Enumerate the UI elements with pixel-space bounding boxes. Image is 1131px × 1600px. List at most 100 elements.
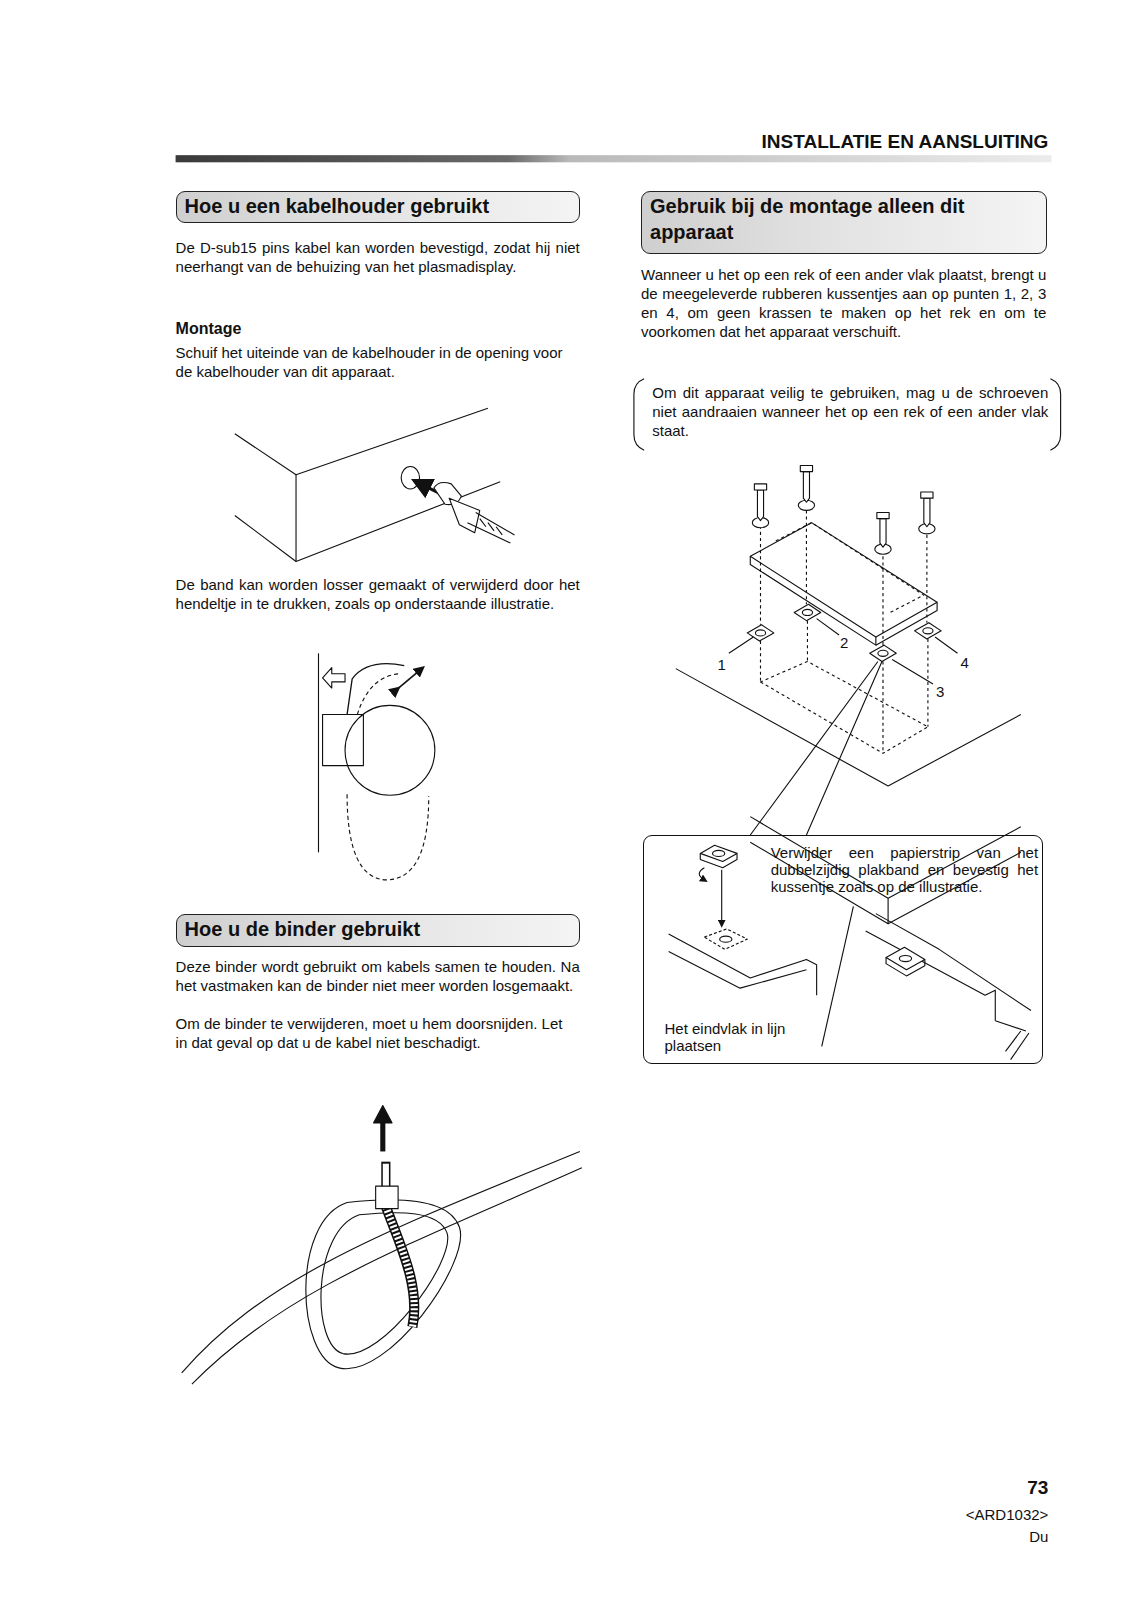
body-text: Wanneer u het op een rek of een ander vl… bbox=[641, 265, 1046, 341]
rack-mount-figure bbox=[750, 556, 937, 645]
cable-tie-figure bbox=[381, 1162, 390, 1188]
section-heading-box: Gebruik bij de montage alleen dit appara… bbox=[641, 191, 1047, 254]
document-code: <ARD1032> bbox=[966, 1505, 1049, 1524]
cable-holder-figure bbox=[295, 475, 296, 562]
pad-detail-figure bbox=[699, 868, 704, 880]
rack-mount-figure bbox=[755, 630, 765, 636]
cable-tie-figure bbox=[386, 1207, 414, 1327]
rack-mount-figure bbox=[923, 628, 933, 634]
heading-text: Hoe u een kabelhouder gebruikt bbox=[185, 193, 571, 219]
callout-number: 1 bbox=[718, 655, 726, 674]
cable-tie-figure bbox=[386, 1207, 414, 1327]
section-heading-box: Hoe u de binder gebruikt bbox=[176, 914, 580, 948]
pad-detail-figure bbox=[700, 845, 737, 861]
pad-detail-figure bbox=[886, 958, 925, 976]
rack-mount-figure bbox=[794, 604, 821, 620]
rack-mount-figure bbox=[921, 492, 933, 498]
section-heading-box: Hoe u een kabelhouder gebruikt bbox=[176, 191, 580, 223]
band-release-figure bbox=[347, 664, 404, 715]
cable-tie-figure bbox=[182, 1106, 582, 1385]
band-release-figure bbox=[323, 715, 364, 766]
cable-holder-figure bbox=[401, 467, 419, 489]
rack-mount-figure bbox=[877, 512, 889, 518]
band-release-figure bbox=[396, 670, 420, 690]
rack-mount-figure bbox=[924, 498, 930, 527]
rack-mount-figure bbox=[776, 523, 924, 613]
heading-text: Hoe u de binder gebruikt bbox=[185, 916, 571, 942]
rack-mount-figure bbox=[752, 500, 935, 554]
cable-tie-figure bbox=[306, 1200, 461, 1369]
pad-detail-figure bbox=[995, 1021, 1029, 1060]
page-number: 73 bbox=[1027, 1476, 1048, 1499]
cable-tie-figure bbox=[321, 1213, 448, 1354]
cable-tie-figure bbox=[192, 1168, 582, 1384]
body-text: De band kan worden losser gemaakt of ver… bbox=[176, 575, 580, 613]
rack-mount-figure bbox=[880, 519, 886, 548]
callout-box: Verwijder een papierstrip van het dubbel… bbox=[643, 835, 1043, 1064]
pad-detail-figure bbox=[866, 914, 1031, 1021]
pad-detail-figure bbox=[822, 906, 854, 1046]
note-bracket bbox=[634, 379, 1061, 450]
rack-mount-figure bbox=[754, 465, 933, 547]
pad-detail-figure bbox=[899, 955, 911, 961]
rack-mount-figure bbox=[802, 609, 812, 615]
rack-mount-figure bbox=[875, 637, 876, 645]
section-header: INSTALLATIE EN AANSLUITING bbox=[762, 131, 1049, 153]
rack-mount-figure bbox=[729, 619, 958, 684]
callout-text: Het eindvlak in lijn plaatsen bbox=[664, 1020, 817, 1054]
cable-tie-figure bbox=[380, 1121, 385, 1152]
callout-number: 2 bbox=[840, 633, 848, 652]
pad-detail-figure bbox=[669, 934, 817, 995]
callout-text: Verwijder een papierstrip van het dubbel… bbox=[771, 844, 1038, 895]
rack-mount-figure bbox=[870, 645, 897, 661]
cable-tie-figure bbox=[376, 1186, 398, 1208]
note-bracket bbox=[1050, 379, 1060, 450]
rack-mount-figure bbox=[760, 510, 927, 753]
band-release-figure bbox=[357, 674, 400, 715]
illustrations bbox=[176, 155, 1061, 1384]
band-release-figure bbox=[318, 653, 319, 852]
note-text: Om dit apparaat veilig te gebruiken, mag… bbox=[652, 383, 1048, 440]
rack-mount-figure bbox=[915, 623, 942, 639]
cable-tie-figure bbox=[383, 1164, 389, 1187]
cable-holder-figure bbox=[235, 482, 500, 562]
body-text: Om de binder te verwijderen, moet u hem … bbox=[176, 1014, 576, 1052]
rack-mount-figure bbox=[754, 484, 766, 490]
band-release-figure bbox=[318, 653, 434, 880]
pad-detail-figure bbox=[704, 929, 747, 949]
rack-mount-figure bbox=[800, 465, 812, 471]
band-release-figure bbox=[345, 705, 435, 795]
band-release-figure bbox=[323, 668, 345, 688]
pad-detail-figure bbox=[669, 951, 807, 988]
rack-mount-figure bbox=[757, 490, 763, 521]
pad-detail-figure bbox=[700, 853, 737, 867]
body-text: De D-sub15 pins kabel kan worden bevesti… bbox=[176, 238, 580, 276]
header-bar bbox=[176, 155, 1052, 162]
cable-holder-figure bbox=[235, 408, 488, 474]
cable-holder-figure bbox=[480, 519, 502, 535]
rack-mount-figure bbox=[803, 472, 809, 503]
rack-mount-figure bbox=[760, 510, 926, 645]
cable-tie-figure bbox=[374, 1106, 392, 1123]
rack-mount-figure bbox=[676, 669, 1021, 786]
language-code: Du bbox=[1029, 1527, 1048, 1546]
cable-holder-figure bbox=[468, 512, 515, 543]
cable-holder-figure bbox=[449, 498, 480, 533]
rack-mount-figure bbox=[878, 650, 888, 656]
pad-detail-figure bbox=[720, 936, 732, 942]
body-text: Deze binder wordt gebruikt om kabels sam… bbox=[176, 957, 580, 995]
callout-number: 4 bbox=[961, 653, 969, 672]
pad-detail-figure bbox=[713, 850, 725, 856]
heading-text: Gebruik bij de montage alleen dit appara… bbox=[650, 193, 1038, 245]
callout-number: 3 bbox=[936, 682, 944, 701]
rack-mount-figure bbox=[750, 523, 937, 637]
cable-holder-figure bbox=[235, 408, 515, 561]
band-release-figure bbox=[347, 794, 429, 880]
body-text: Schuif het uiteinde van de kabelhouder i… bbox=[176, 343, 580, 381]
pad-detail-figure bbox=[886, 947, 925, 969]
note-bracket bbox=[634, 379, 644, 450]
rack-mount-figure bbox=[750, 661, 882, 835]
rack-mount-figure bbox=[747, 604, 941, 661]
subheading: Montage bbox=[176, 319, 242, 338]
